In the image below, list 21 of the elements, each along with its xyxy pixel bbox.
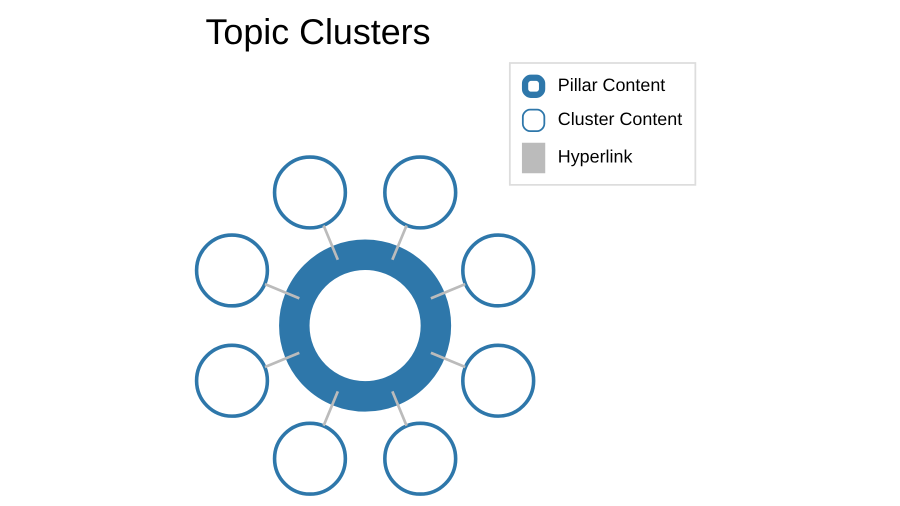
node-circle bbox=[194, 344, 270, 418]
node-circle bbox=[279, 240, 452, 412]
connector bbox=[264, 282, 300, 300]
node-circle bbox=[461, 344, 536, 418]
node-circle bbox=[272, 422, 348, 496]
connector bbox=[430, 352, 466, 368]
node-circle bbox=[383, 155, 458, 230]
legend-label: Cluster Content bbox=[558, 108, 682, 129]
node-circle bbox=[272, 155, 348, 230]
connector bbox=[322, 224, 340, 260]
legend-label: Pillar Content bbox=[558, 74, 666, 95]
connector bbox=[264, 352, 300, 368]
node-circle bbox=[194, 233, 270, 308]
connector bbox=[430, 282, 466, 300]
connector bbox=[322, 390, 340, 426]
diagram-title: Topic Clusters bbox=[206, 12, 431, 52]
legend-label: Hyperlink bbox=[558, 146, 632, 166]
connector bbox=[391, 224, 408, 260]
node-circle bbox=[461, 233, 536, 308]
connector bbox=[391, 390, 408, 426]
node-circle bbox=[383, 422, 458, 496]
